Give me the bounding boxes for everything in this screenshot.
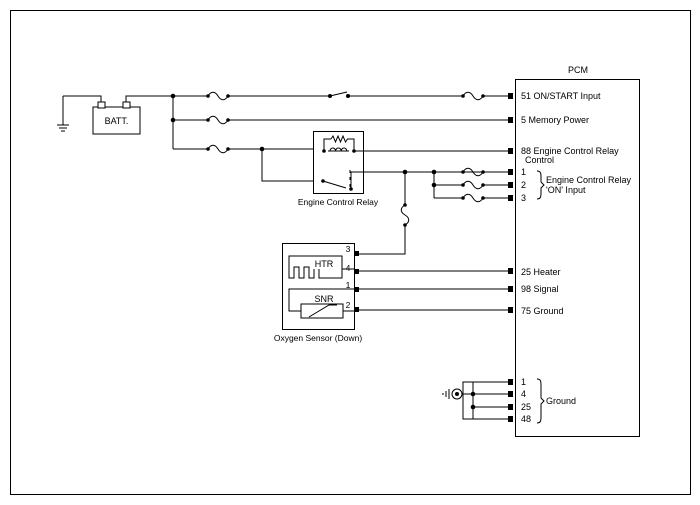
relay-contact-icon xyxy=(322,180,347,189)
pcm-pin-98: 98 Signal xyxy=(521,284,559,294)
body-ground-icon xyxy=(442,389,450,399)
relay-label: Engine Control Relay xyxy=(298,197,379,207)
chassis-ground-icon xyxy=(57,96,69,132)
relay-coil-icon xyxy=(329,147,348,152)
battery-positive-terminal xyxy=(122,101,131,109)
ground-wiring xyxy=(442,381,509,420)
page-frame xyxy=(10,10,691,495)
pcm-ground-pin-1: 1 xyxy=(521,377,526,387)
pcm-pin-88-label-line2: Control xyxy=(525,155,554,165)
pcm-ground-pin-48: 48 xyxy=(521,414,531,424)
pcm-pin-25: 25 Heater xyxy=(521,267,561,277)
fuse-icon xyxy=(462,91,484,101)
engine-control-relay: Engine Control Relay xyxy=(298,131,379,207)
pcm-relay-pin-2: 2 xyxy=(521,180,526,190)
pcm-pin-88: 88 Engine Control Relay xyxy=(521,146,619,156)
pcm-ground-label: Ground xyxy=(546,396,576,406)
sensor-element-icon xyxy=(300,303,344,319)
brace-icon xyxy=(536,378,545,424)
pcm-pin-51: 51 ON/START Input xyxy=(521,91,601,101)
sensor-pin-1: 1 xyxy=(346,280,351,290)
sensor-heater-label: HTR xyxy=(315,259,334,269)
pcm-pin-5: 5 Memory Power xyxy=(521,115,589,125)
power-bus xyxy=(170,91,509,182)
ground-point-icon xyxy=(451,388,463,400)
battery-label: BATT. xyxy=(105,116,129,126)
pcm-relay-input-label-2: 'ON' Input xyxy=(546,185,586,195)
relay-wiring xyxy=(358,150,509,255)
sensor-label: Oxygen Sensor (Down) xyxy=(274,333,363,343)
fuse-icon xyxy=(462,193,484,203)
pcm-box xyxy=(515,79,640,437)
relay-box xyxy=(313,131,364,194)
fuse-icon xyxy=(207,115,229,125)
pcm-pin-75: 75 Ground xyxy=(521,306,564,316)
fuse-icon xyxy=(400,204,410,226)
fuse-icon xyxy=(462,167,484,177)
pcm-relay-pin-3: 3 xyxy=(521,193,526,203)
sensor-pin-4: 4 xyxy=(346,263,351,273)
battery: BATT. xyxy=(57,95,173,135)
battery-box xyxy=(92,106,141,135)
battery-negative-terminal xyxy=(97,101,106,109)
fuse-icon xyxy=(462,180,484,190)
brace-icon xyxy=(536,170,545,200)
ignition-switch-icon xyxy=(329,91,348,97)
sensor-pin-3: 3 xyxy=(346,244,351,254)
pcm-relay-pin-1: 1 xyxy=(521,167,526,177)
sensor-snr-label: SNR xyxy=(314,294,334,304)
relay-resistor-icon xyxy=(330,134,348,144)
fuse-icon xyxy=(207,144,229,154)
pcm-relay-input-label-1: Engine Control Relay xyxy=(546,175,632,185)
pcm-title: PCM xyxy=(568,65,588,75)
pcm: PCM 51 ON/START Input 5 Memory Power 88 … xyxy=(508,65,640,437)
sensor-signal-wires xyxy=(359,270,509,311)
oxygen-sensor: HTR SNR 3 4 1 2 Oxygen Sensor (Down) xyxy=(274,243,363,343)
sensor-pin-2: 2 xyxy=(346,300,351,310)
pcm-ground-pin-25: 25 xyxy=(521,402,531,412)
pcm-ground-pin-4: 4 xyxy=(521,389,526,399)
fuse-icon xyxy=(207,91,229,101)
